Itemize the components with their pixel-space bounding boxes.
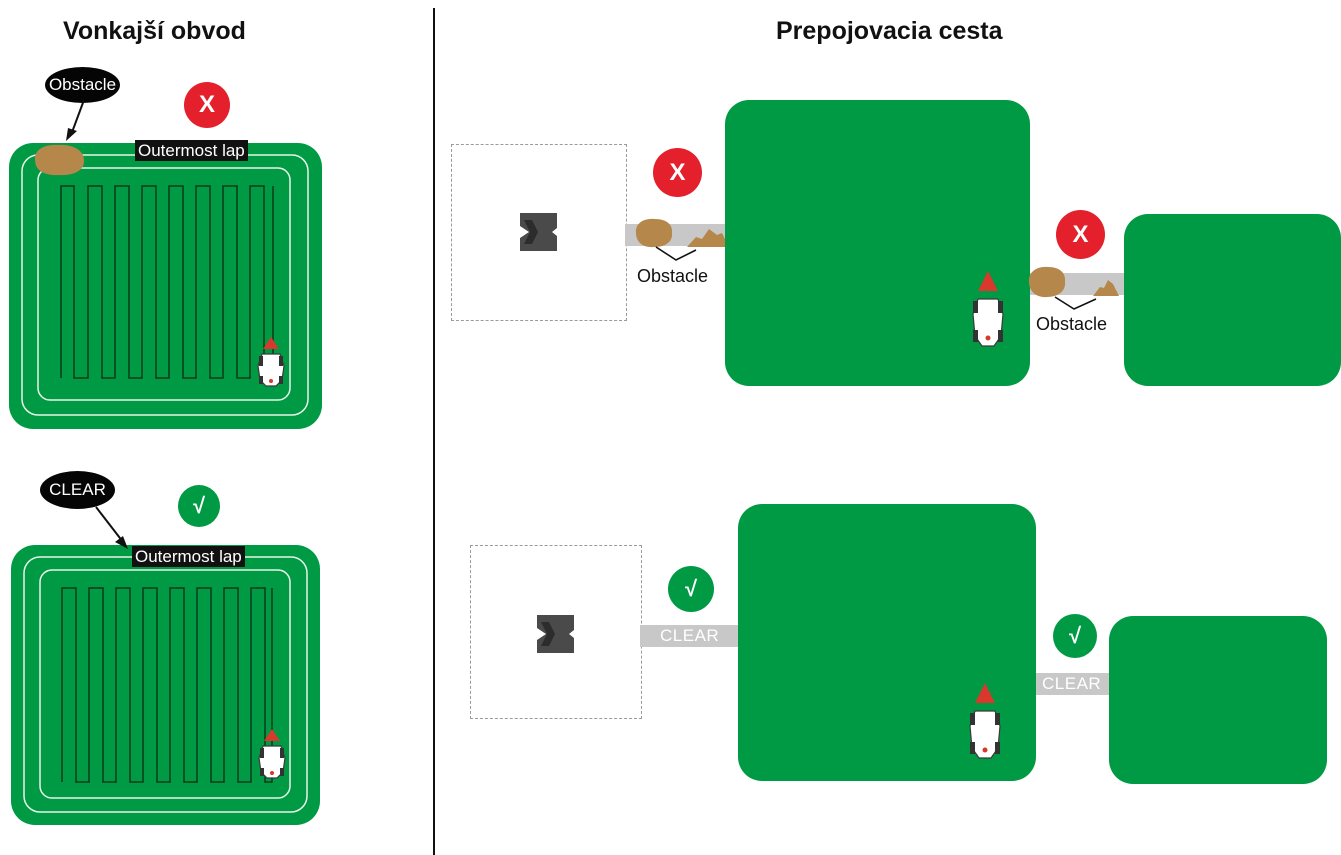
- error-badge: X: [1056, 210, 1105, 259]
- clear-path-label: CLEAR: [660, 626, 720, 645]
- rock-icon: [34, 144, 85, 176]
- charging-station-icon: [537, 615, 574, 653]
- lawn-zone-secondary-bottom: [1109, 616, 1327, 784]
- obstacle-label: Obstacle: [1036, 314, 1108, 334]
- clear-bubble: CLEAR: [40, 471, 115, 509]
- charging-station-icon: [520, 213, 557, 251]
- success-badge: √: [178, 485, 220, 527]
- mower-icon: [972, 271, 1004, 347]
- outermost-lap-label: Outermost lap: [135, 140, 248, 161]
- right-heading: Prepojovacia cesta: [776, 17, 1003, 45]
- lawn-zone-secondary-top: [1124, 214, 1341, 386]
- clear-path-label: CLEAR: [1042, 674, 1102, 693]
- error-badge: X: [653, 148, 702, 197]
- connection-path-bottom-2: [1036, 673, 1110, 695]
- obstacle-label: Obstacle: [637, 266, 709, 286]
- mower-icon: [969, 683, 1001, 759]
- vertical-divider: [433, 8, 435, 855]
- error-badge: X: [184, 82, 230, 128]
- success-badge: √: [1053, 614, 1097, 658]
- dirt-mound-icon: [687, 229, 729, 247]
- connection-path-bottom-1: [640, 625, 740, 647]
- dirt-mound-icon: [1093, 280, 1119, 296]
- rock-icon: [635, 218, 673, 248]
- obstacle-bubble: Obstacle: [45, 67, 120, 103]
- mower-icon: [257, 337, 285, 387]
- rock-icon: [1028, 266, 1066, 298]
- left-heading: Vonkajší obvod: [63, 17, 246, 45]
- success-badge: √: [668, 566, 714, 612]
- mower-icon: [258, 729, 286, 779]
- outermost-lap-label-clear: Outermost lap: [132, 546, 245, 567]
